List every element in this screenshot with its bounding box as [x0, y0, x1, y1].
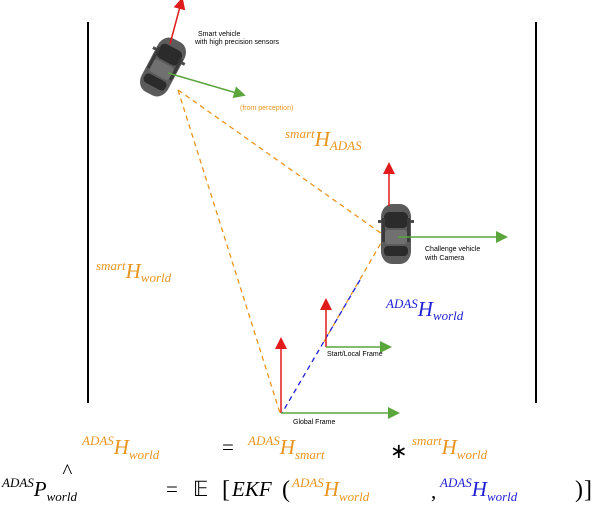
svg-text:ADASHworld: ADASHworld	[81, 433, 160, 462]
smart-vehicle-label-line1: Smart vehicle	[198, 31, 241, 38]
label-adas-H-world: ADASHworld	[385, 296, 464, 323]
smart-vehicle-label-line2: with high precision sensors	[194, 39, 280, 46]
link-adas-world-blue	[281, 279, 361, 414]
smart-vehicle-x-axis	[167, 72, 246, 99]
svg-text:(: (	[282, 477, 290, 503]
global-frame-label: Global Frame	[293, 419, 336, 426]
svg-text:ADASPworld: ADASPworld	[1, 475, 77, 504]
smart-vehicle-y-axis	[169, 0, 186, 45]
link-smart-world	[177, 89, 281, 414]
challenge-vehicle-label-line1: Challenge vehicle	[425, 246, 480, 253]
svg-text:ADASHsmart: ADASHsmart	[247, 433, 325, 462]
svg-text:∗: ∗	[390, 439, 408, 463]
svg-text:𝔼: 𝔼	[193, 477, 208, 501]
svg-text:EKF: EKF	[231, 477, 272, 501]
svg-text:=: =	[222, 435, 234, 459]
label-smart-H-adas: smartHADAS	[285, 126, 362, 153]
challenge-vehicle-label-line2: with Camera	[424, 255, 464, 262]
svg-text:smartHworld: smartHworld	[412, 433, 488, 462]
svg-text:ADASHworld: ADASHworld	[291, 475, 370, 504]
from-perception-label: (from perception)	[240, 105, 293, 112]
svg-text:[: [	[222, 477, 230, 503]
svg-text:^: ^	[62, 459, 73, 483]
svg-text:ADASHworld: ADASHworld	[439, 475, 518, 504]
svg-text:=: =	[166, 477, 178, 501]
svg-text:): )	[575, 477, 583, 503]
equation-ekf: ADASPworld ^ = 𝔼 [ EKF ( ADASHworld , AD…	[1, 459, 592, 504]
start-frame-label: Start/Local Frame	[327, 351, 383, 358]
smart-vehicle-icon	[133, 32, 193, 102]
svg-text:,: ,	[431, 479, 436, 503]
svg-text:]: ]	[584, 477, 592, 503]
link-smart-adas	[177, 89, 386, 237]
label-smart-H-world: smartHworld	[96, 258, 172, 285]
equation-composition: ADASHworld = ADASHsmart ∗ smartHworld	[81, 433, 488, 463]
challenge-vehicle-icon	[378, 204, 414, 264]
link-adas-world-orange	[321, 235, 386, 346]
